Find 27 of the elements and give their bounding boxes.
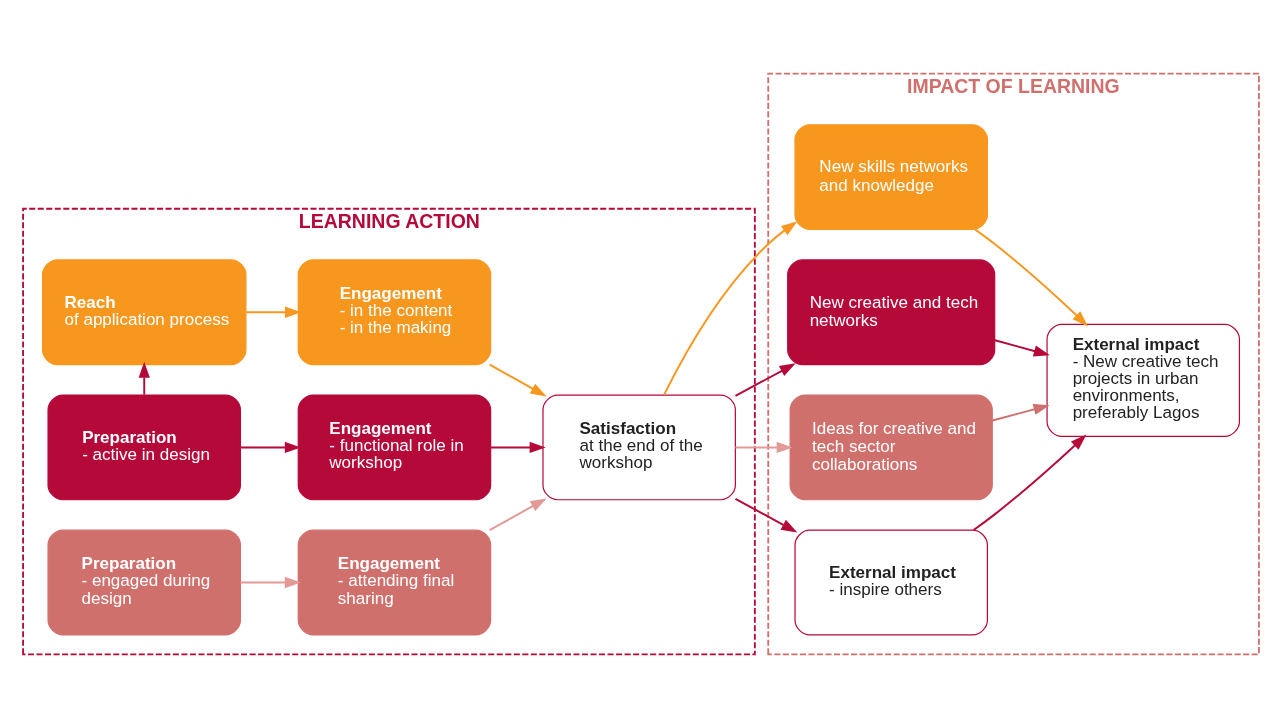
arrow [239, 576, 301, 588]
node-box: Satisfaction at the end of the workshop [542, 393, 736, 500]
arrow [663, 220, 798, 396]
node-box: External impact - New creative tech projects in urban environments, preferably Lagos [1046, 323, 1241, 437]
node-box: New skills networks and knowledge [794, 123, 988, 230]
arrow [489, 441, 546, 453]
node-box: Engagement - attending final sharing [297, 529, 492, 635]
arrow [734, 362, 796, 397]
node-box: Engagement - functional role in workshop [297, 393, 492, 500]
arrow [734, 497, 798, 532]
arrow [245, 306, 302, 318]
arrow [138, 361, 150, 396]
node-box: Reach of application process [41, 258, 247, 365]
node-box: Preparation - engaged during design [47, 529, 242, 635]
arrow [972, 434, 1087, 531]
arrow [239, 441, 301, 453]
node-box: New creative and tech networks [787, 258, 996, 365]
arrow [994, 338, 1050, 356]
arrow [488, 497, 547, 531]
arrow [991, 403, 1050, 422]
arrow [734, 441, 793, 453]
node-box: Ideas for creative and tech sector collaborations [789, 393, 993, 500]
node-box: Engagement - in the content - in the making [297, 258, 492, 365]
node-box: External impact - inspire others [794, 529, 988, 635]
node-box: Preparation - active in design [47, 393, 242, 500]
arrow [974, 228, 1089, 326]
arrow [488, 363, 547, 396]
